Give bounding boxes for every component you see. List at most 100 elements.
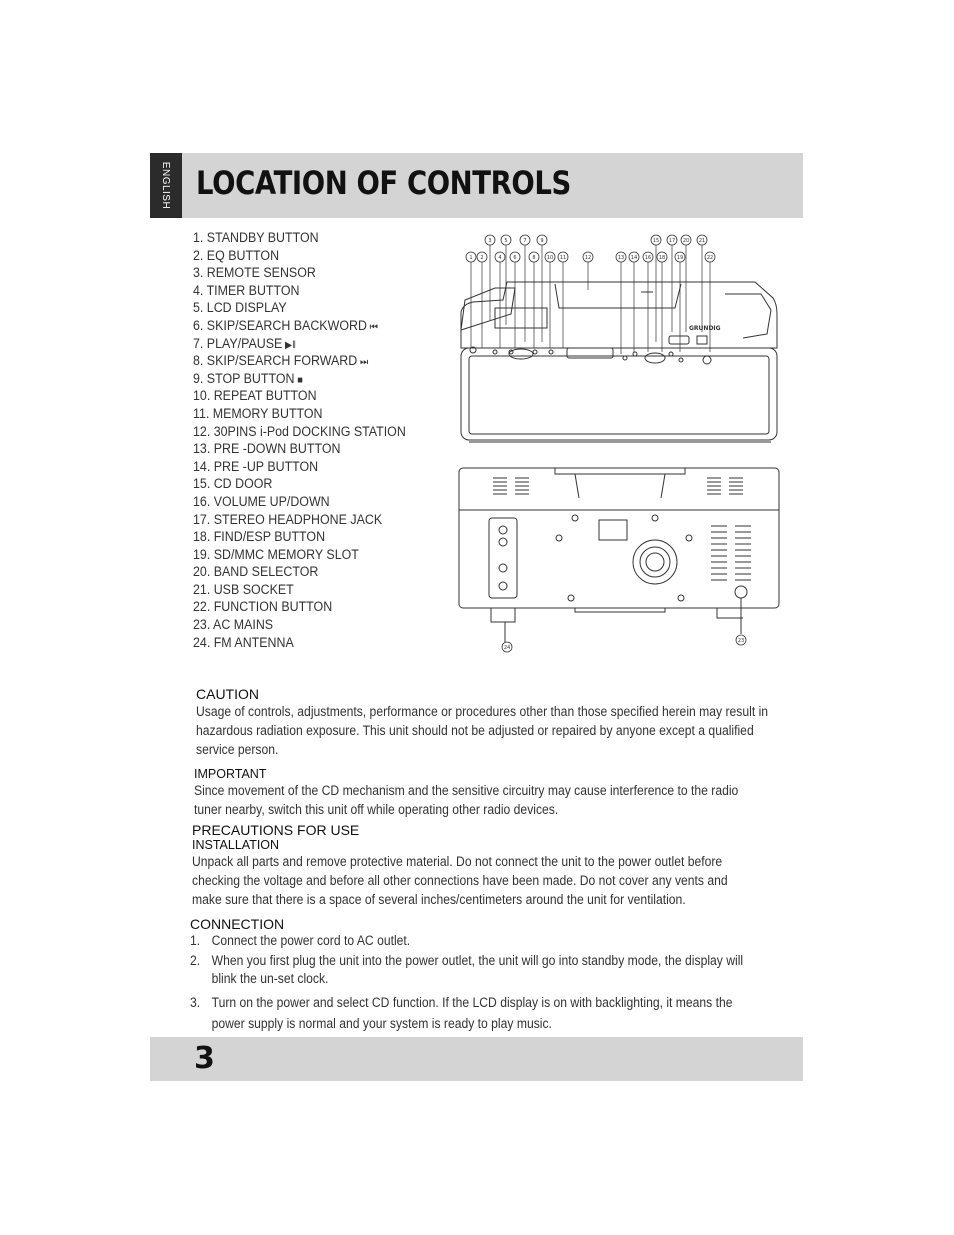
callout-label: 4: [498, 255, 501, 261]
callout-label: 2: [480, 255, 483, 261]
important-text: Since movement of the CD mechanism and t…: [194, 783, 739, 817]
controls-list: 1. STANDBY BUTTON 2. EQ BUTTON 3. REMOTE…: [193, 229, 424, 651]
callout-label: 15: [653, 238, 659, 244]
list-item: 11. MEMORY BUTTON: [193, 405, 406, 423]
callout-label: 18: [659, 255, 665, 261]
control-label: 22. FUNCTION BUTTON: [193, 599, 333, 615]
brand-logo: GRUNDIG: [689, 325, 721, 332]
callout-label: 16: [645, 255, 651, 261]
list-item: 19. SD/MMC MEMORY SLOT: [193, 546, 406, 564]
connection-section: CONNECTION 1. Connect the power cord to A…: [190, 916, 820, 1034]
caution-text: Usage of controls, adjustments, performa…: [196, 704, 769, 757]
installation-text: Unpack all parts and remove protective m…: [192, 854, 728, 907]
callout-label: 24: [504, 645, 510, 651]
page-number: 3: [194, 1041, 215, 1076]
control-label: 24. FM ANTENNA: [193, 634, 294, 650]
control-label: 7. PLAY/PAUSE: [193, 335, 283, 351]
installation-heading: INSTALLATION: [192, 838, 280, 852]
control-label: 11. MEMORY BUTTON: [193, 405, 323, 421]
list-item: 6. SKIP/SEARCH BACKWORD⏮: [193, 317, 406, 335]
language-tab-label: ENGLISH: [160, 161, 172, 210]
list-item: 20. BAND SELECTOR: [193, 563, 406, 581]
control-label: 5. LCD DISPLAY: [193, 300, 287, 316]
control-label: 2. EQ BUTTON: [193, 247, 280, 263]
control-label: 23. AC MAINS: [193, 617, 274, 633]
page-title: LOCATION OF CONTROLS: [196, 164, 571, 202]
list-item: 9. STOP BUTTON■: [193, 370, 406, 388]
callout-label: 22: [707, 255, 713, 261]
control-label: 17. STEREO HEADPHONE JACK: [193, 511, 383, 527]
caution-heading: CAUTION: [196, 686, 259, 702]
list-item: 2. When you first plug the unit into the …: [190, 952, 757, 989]
skip-forward-icon: ⏭: [360, 357, 369, 369]
item-number: 3.: [190, 994, 201, 1010]
skip-backward-icon: ⏮: [369, 321, 378, 333]
callout-label: 9: [540, 238, 543, 244]
callout-label: 3: [488, 238, 491, 244]
control-label: 9. STOP BUTTON: [193, 370, 295, 386]
list-item: 12. 30PINS i-Pod DOCKING STATION: [193, 423, 406, 441]
item-number: 1.: [190, 933, 201, 948]
list-item: 4. TIMER BUTTON: [193, 282, 406, 300]
list-item: 16. VOLUME UP/DOWN: [193, 493, 406, 511]
connection-list: 1. Connect the power cord to AC outlet. 2…: [190, 932, 757, 1034]
important-heading: IMPORTANT: [194, 767, 267, 781]
precautions-heading: PRECAUTIONS FOR USE: [192, 822, 360, 838]
list-item: 1. Connect the power cord to AC outlet.: [190, 932, 757, 951]
control-label: 4. TIMER BUTTON: [193, 282, 300, 298]
list-item: 15. CD DOOR: [193, 475, 406, 493]
control-label: 20. BAND SELECTOR: [193, 564, 319, 580]
item-text: Connect the power cord to AC outlet.: [211, 933, 411, 948]
device-diagram: 3 5 7 9 15 17 20 21 1 2 4 6 8 10 11 12 1…: [458, 234, 780, 653]
callout-label: 23: [738, 638, 744, 644]
callout-label: 7: [523, 238, 526, 244]
list-item: 24. FM ANTENNA: [193, 634, 406, 652]
callout-label: 8: [532, 255, 535, 261]
callout-label: 21: [699, 238, 705, 244]
control-label: 8. SKIP/SEARCH FORWARD: [193, 353, 358, 369]
list-item: 1. STANDBY BUTTON: [193, 229, 406, 247]
control-label: 18. FIND/ESP BUTTON: [193, 529, 326, 545]
control-label: 14. PRE -UP BUTTON: [193, 458, 319, 474]
callout-label: 13: [618, 255, 624, 261]
connection-heading: CONNECTION: [190, 916, 285, 932]
play-pause-icon: ▶‖: [285, 339, 296, 351]
list-item: 2. EQ BUTTON: [193, 247, 406, 265]
list-item: 5. LCD DISPLAY: [193, 299, 406, 317]
list-item: 10. REPEAT BUTTON: [193, 387, 406, 405]
list-item: 23. AC MAINS: [193, 616, 406, 634]
control-label: 13. PRE -DOWN BUTTON: [193, 441, 341, 457]
callout-label: 10: [547, 255, 553, 261]
control-label: 12. 30PINS i-Pod DOCKING STATION: [193, 423, 406, 439]
important-section: IMPORTANT Since movement of the CD mecha…: [194, 767, 824, 819]
stop-icon: ■: [297, 374, 303, 386]
control-label: 19. SD/MMC MEMORY SLOT: [193, 546, 359, 562]
precautions-section: PRECAUTIONS FOR USE INSTALLATION Unpack …: [192, 822, 807, 909]
item-text: When you first plug the unit into the po…: [211, 952, 744, 987]
caution-section: CAUTION Usage of controls, adjustments, …: [196, 686, 846, 759]
control-label: 3. REMOTE SENSOR: [193, 265, 316, 281]
callout-label: 19: [677, 255, 683, 261]
list-item: 3. Turn on the power and select CD functi…: [190, 992, 757, 1034]
callout-label: 5: [504, 238, 507, 244]
footer-band: [150, 1037, 803, 1081]
list-item: 17. STEREO HEADPHONE JACK: [193, 511, 406, 529]
list-item: 8. SKIP/SEARCH FORWARD⏭: [193, 352, 406, 370]
control-label: 16. VOLUME UP/DOWN: [193, 493, 330, 509]
list-item: 7. PLAY/PAUSE▶‖: [193, 335, 406, 353]
language-tab: ENGLISH: [150, 153, 182, 218]
control-label: 1. STANDBY BUTTON: [193, 230, 319, 245]
callout-label: 1: [469, 255, 472, 261]
callout-label: 17: [669, 238, 675, 244]
callout-label: 6: [513, 255, 516, 261]
list-item: 21. USB SOCKET: [193, 581, 406, 599]
control-label: 6. SKIP/SEARCH BACKWORD: [193, 317, 367, 333]
control-label: 21. USB SOCKET: [193, 581, 294, 597]
item-text: Turn on the power and select CD function…: [211, 994, 733, 1031]
list-item: 14. PRE -UP BUTTON: [193, 458, 406, 476]
item-number: 2.: [190, 952, 201, 968]
list-item: 18. FIND/ESP BUTTON: [193, 528, 406, 546]
callout-label: 20: [683, 238, 689, 244]
callout-label: 12: [585, 255, 591, 261]
